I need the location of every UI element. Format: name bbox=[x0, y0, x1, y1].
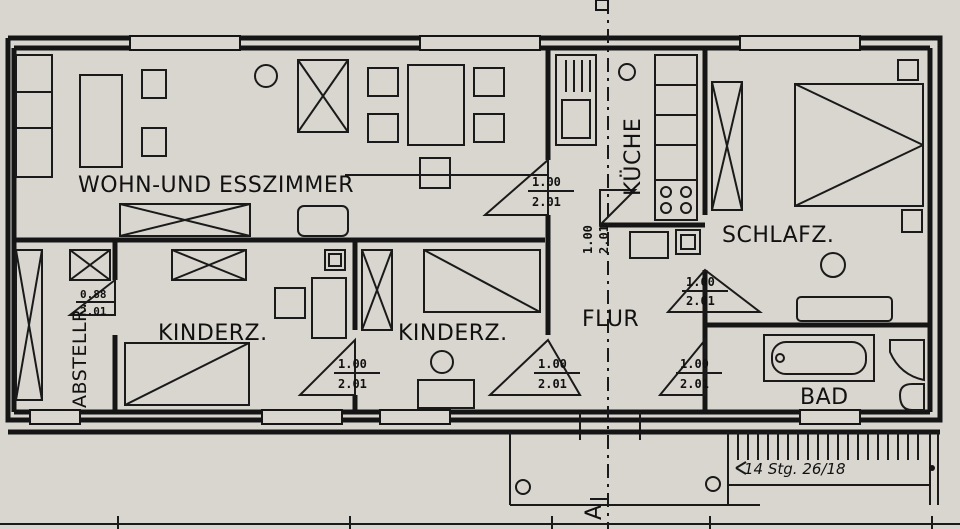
room-label-wohn: WOHN-UND ESSZIMMER bbox=[78, 173, 354, 198]
room-label-bad: BAD bbox=[800, 385, 849, 410]
room-label-schlaf: SCHLAFZ. bbox=[722, 223, 834, 248]
bedroom-furniture bbox=[711, 59, 924, 322]
door-dim-bad-w: 1.00 bbox=[680, 357, 709, 371]
door-dim-wohn-w: 1.00 bbox=[532, 175, 561, 189]
living-furniture bbox=[15, 54, 548, 237]
bottom-dimension-line bbox=[0, 516, 960, 529]
bathroom-fixtures bbox=[763, 334, 925, 411]
room-label-flur: FLUR bbox=[582, 307, 639, 332]
door-dim-schlaf-w: 1.00 bbox=[686, 275, 715, 289]
door-dim-kinder2-h: 2.01 bbox=[538, 377, 567, 391]
door-dim-bad-h: 2.01 bbox=[680, 377, 709, 391]
kitchen-fixtures bbox=[555, 54, 701, 259]
stairs-area: 14 Stg. 26/18 bbox=[8, 429, 940, 506]
door-dim-wohn-h: 2.01 bbox=[532, 195, 561, 209]
door-dim-abstell-w: 0.88 bbox=[80, 288, 107, 301]
door-dim-kinder2-w: 1.00 bbox=[538, 357, 567, 371]
outer-walls bbox=[5, 35, 943, 425]
door-dim-kinder1-w: 1.00 bbox=[338, 357, 367, 371]
door-dimensions: 1.00 2.01 1.00 2.01 1.00 2.01 1.00 2.01 … bbox=[76, 175, 728, 391]
section-line: A bbox=[582, 0, 609, 529]
door-dim-kueche-w: 1.00 bbox=[581, 225, 595, 254]
room-label-kinder1: KINDERZ. bbox=[158, 321, 268, 346]
stairs-annotation: 14 Stg. 26/18 bbox=[744, 460, 846, 478]
section-mark-bottom: A bbox=[582, 505, 607, 520]
room-label-abstell: ABSTELLR. bbox=[69, 302, 91, 408]
door-dim-schlaf-h: 2.01 bbox=[686, 294, 715, 308]
storage-fixtures bbox=[15, 249, 111, 401]
door-dim-abstell-h: 2.01 bbox=[80, 305, 107, 318]
room-label-kinder2: KINDERZ. bbox=[398, 321, 508, 346]
door-dim-kinder1-h: 2.01 bbox=[338, 377, 367, 391]
room-label-kueche: KÜCHE bbox=[620, 118, 646, 196]
child-rooms-furniture bbox=[124, 249, 541, 409]
